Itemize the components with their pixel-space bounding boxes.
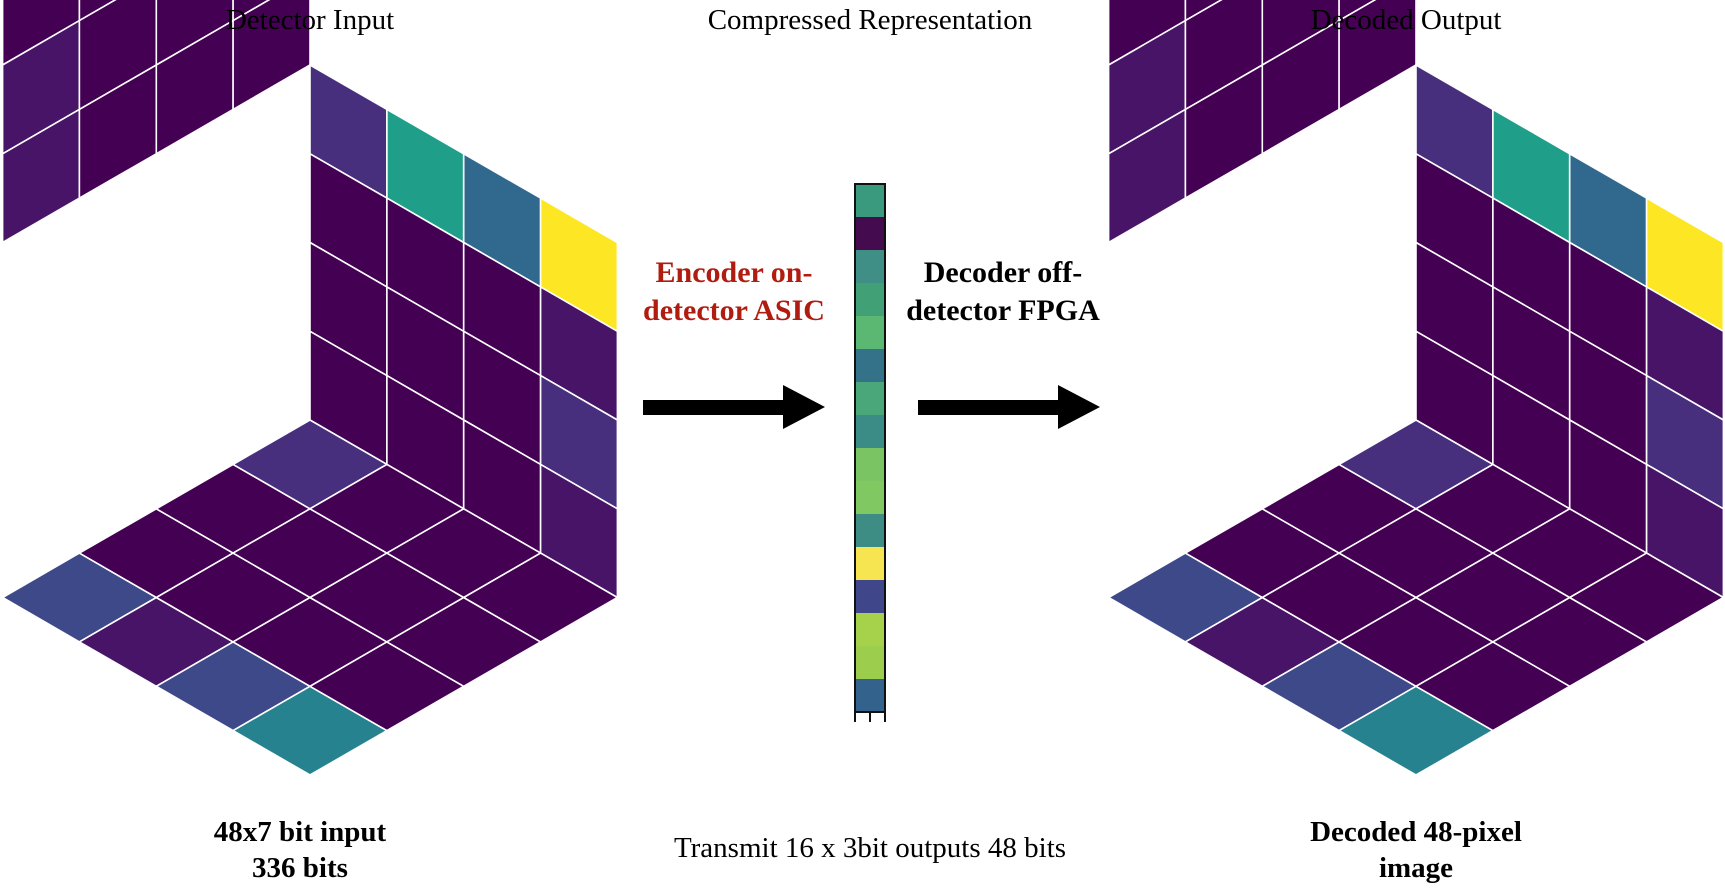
decoder-arrow [918,385,1100,429]
latent-cell [855,679,885,712]
compressed-representation-bar [854,183,886,722]
latent-cell [855,580,885,613]
decoded-output-hexagon [1107,0,1725,776]
decoded-output-title: Decoded Output [1310,4,1502,36]
latent-cell [855,613,885,646]
latent-cell [855,316,885,349]
latent-cell [855,184,885,217]
bottom-face-pixel [1568,552,1725,643]
latent-cell [855,646,885,679]
output-caption: Decoded 48-pixel image [1310,816,1522,884]
compressed-representation-title: Compressed Representation [707,4,1033,36]
latent-cell [855,283,885,316]
detector-input-hexagon [1,0,619,776]
latent-cell [855,514,885,547]
latent-cell [855,481,885,514]
transmit-caption: Transmit 16 x 3bit outputs 48 bits [673,832,1067,864]
latent-cell [855,415,885,448]
encoder-arrow [643,385,825,429]
latent-cell [855,448,885,481]
detector-input-title: Detector Input [225,4,395,36]
latent-cell [855,217,885,250]
decoder-label: Decoder off- detector FPGA [906,256,1100,327]
bottom-face-pixel [462,552,619,643]
latent-cell [855,547,885,580]
input-caption: 48x7 bit input 336 bits [213,816,387,884]
latent-cell [855,382,885,415]
encoder-label: Encoder on- detector ASIC [643,256,825,327]
latent-cell [855,250,885,283]
latent-cell [855,349,885,382]
